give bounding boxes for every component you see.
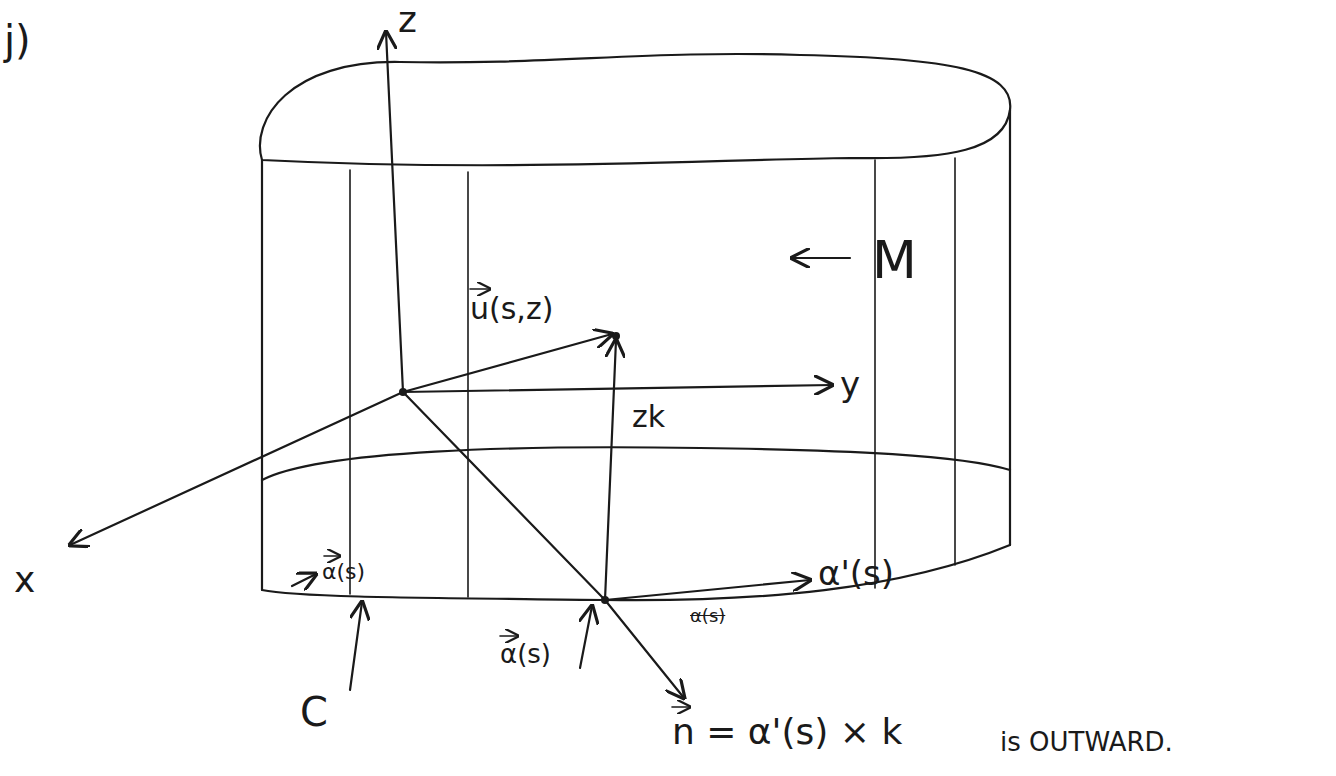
- back-curve: [262, 447, 1010, 480]
- axis-label: y: [840, 366, 860, 403]
- vector-overarrow: [324, 555, 340, 557]
- zk-vector: [605, 340, 616, 600]
- tangent-vector: [605, 580, 810, 600]
- curve-label: C: [300, 690, 328, 734]
- alpha-line: [403, 392, 605, 600]
- ruling-line: [467, 172, 469, 597]
- vector-label: α(s): [500, 640, 551, 669]
- point-dot: [612, 332, 620, 340]
- m-pointer: [792, 257, 850, 259]
- point-dot: [399, 388, 407, 396]
- u-vector: [403, 334, 612, 392]
- axis-label: x: [14, 560, 35, 600]
- vector-overarrow: [500, 635, 518, 637]
- x-axis: [70, 392, 403, 545]
- part-label: j): [4, 18, 31, 62]
- ruling-line: [349, 170, 351, 594]
- point-dot: [601, 596, 609, 604]
- z-axis: [386, 32, 403, 392]
- vector-label: zk: [632, 400, 665, 433]
- vector-label: α'(s): [818, 555, 894, 592]
- ruling-line: [954, 158, 956, 565]
- leader-arrow: [292, 574, 316, 586]
- side-line: [1009, 110, 1011, 545]
- ruling-line: [874, 160, 876, 588]
- curve-c: [262, 545, 1010, 600]
- vector-label: α(s): [322, 560, 365, 584]
- leader-arrow: [580, 606, 592, 668]
- note-label: is OUTWARD.: [1000, 728, 1173, 757]
- vector-overarrow: [672, 706, 690, 708]
- side-line: [261, 160, 263, 590]
- vector-overarrow: [470, 288, 490, 290]
- surface-label: M: [872, 232, 917, 289]
- leader-arrow: [350, 602, 362, 690]
- crossed-label: α(s): [690, 606, 725, 626]
- vector-label: u(s,z): [470, 292, 553, 325]
- y-axis: [403, 385, 832, 392]
- axis-label: z: [398, 0, 417, 40]
- normal-vector: [605, 600, 684, 698]
- formula-label: n = α'(s) × k: [672, 712, 902, 752]
- top-rim: [260, 54, 1010, 165]
